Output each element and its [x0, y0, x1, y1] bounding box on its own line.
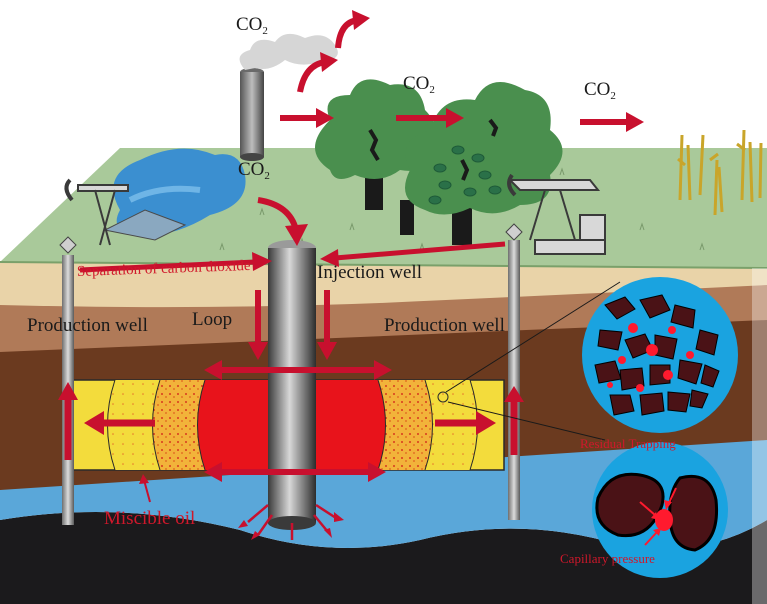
production-well-left — [59, 236, 77, 525]
pumpjack-right — [507, 173, 606, 255]
clay-layer — [0, 280, 767, 352]
production-well-right — [505, 223, 523, 520]
tree-left — [315, 79, 435, 210]
capillary-pressure-inset — [592, 442, 728, 578]
flow-arrows — [58, 10, 644, 540]
co2-label-right: CO2 — [584, 79, 616, 102]
injection-well-label: Injection well — [317, 262, 422, 283]
chimney — [240, 68, 264, 161]
co2-label-tree: CO2 — [403, 73, 435, 96]
capillary-pressure-label: Capillary pressure — [560, 551, 655, 566]
production-well-right-label: Production well — [384, 315, 505, 336]
miscible-oil-label: Miscible oil — [104, 508, 196, 529]
bedrock-layer — [0, 512, 767, 604]
injection-well — [268, 240, 316, 530]
separator-tank — [103, 148, 246, 241]
production-well-left-label: Production well — [27, 315, 148, 336]
residual-trapping-label: Residual Trapping — [580, 436, 676, 451]
co2-label-chimney: CO2 — [236, 14, 268, 37]
smoke-plume — [239, 33, 338, 70]
crop-stalks — [677, 129, 763, 216]
residual-trapping-inset — [582, 277, 738, 433]
pumpjack-left — [64, 178, 129, 246]
front-face-edge — [752, 268, 767, 604]
water-layer — [0, 430, 767, 550]
zoom-lines — [445, 281, 621, 441]
grass-edge — [0, 261, 767, 269]
loop-label: Loop — [192, 309, 233, 330]
sand-layer — [0, 262, 767, 308]
co2-label-injection: CO2 — [238, 159, 270, 182]
